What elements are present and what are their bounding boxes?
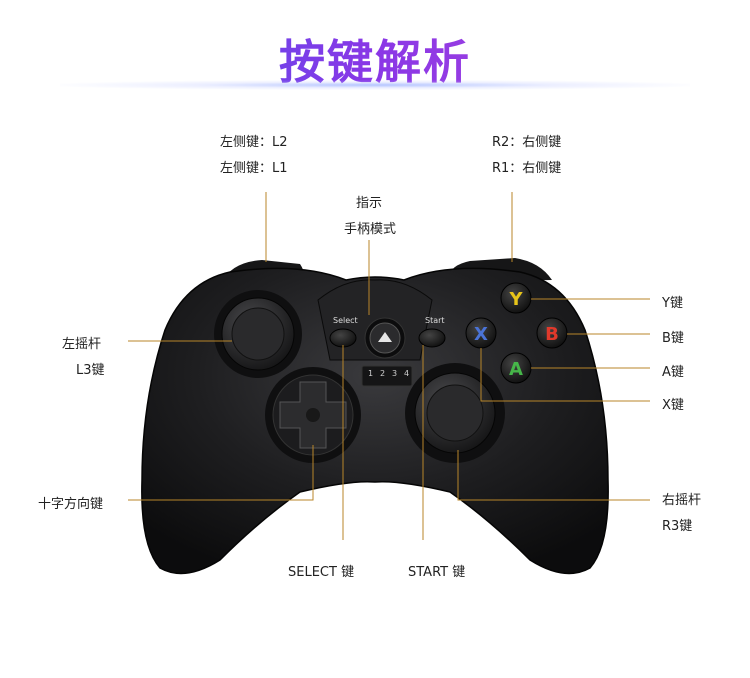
y-button: Y [500, 282, 532, 314]
label-l1: 左侧键：L1 [220, 161, 288, 176]
label-b: B键 [662, 331, 684, 346]
label-y: Y键 [662, 296, 683, 311]
start-button [418, 328, 446, 348]
svg-text:X: X [474, 324, 488, 345]
svg-text:A: A [509, 359, 523, 380]
right-stick [405, 363, 505, 463]
leader-x [480, 348, 650, 402]
led-1: 1 [368, 369, 373, 378]
label-x: X键 [662, 398, 684, 413]
leader-lines [128, 192, 650, 540]
led-3: 3 [392, 369, 397, 378]
select-button [329, 328, 357, 348]
label-indicator-1: 指示 [356, 196, 383, 211]
label-indicator-2: 手柄模式 [344, 222, 397, 237]
x-button: X [465, 317, 497, 349]
led-2: 2 [380, 369, 385, 378]
left-stick [214, 290, 302, 378]
label-r1: R1：右侧键 [492, 161, 562, 176]
svg-text:B: B [545, 324, 559, 345]
label-l3: L3键 [76, 363, 105, 378]
b-button: B [536, 317, 568, 349]
a-button: A [500, 352, 532, 384]
label-dpad: 十字方向键 [38, 497, 104, 512]
start-print: Start [425, 316, 445, 325]
leader-right-stick [457, 450, 650, 501]
label-l2: 左侧键：L2 [220, 135, 288, 150]
dpad [265, 367, 361, 463]
led-4: 4 [404, 369, 409, 378]
svg-text:Y: Y [508, 289, 523, 310]
label-left-stick: 左摇杆 [62, 337, 102, 352]
home-button [364, 317, 406, 359]
title-underline-glow [60, 80, 690, 90]
label-r3: R3键 [662, 519, 693, 534]
select-print: Select [333, 316, 358, 325]
leader-dpad [128, 445, 314, 501]
label-right-stick: 右摇杆 [662, 493, 702, 508]
label-r2: R2：右侧键 [492, 135, 562, 150]
player-leds: 1 2 3 4 [361, 365, 413, 387]
label-start: START 键 [408, 565, 466, 580]
label-a: A键 [662, 365, 684, 380]
label-select: SELECT 键 [288, 565, 355, 580]
